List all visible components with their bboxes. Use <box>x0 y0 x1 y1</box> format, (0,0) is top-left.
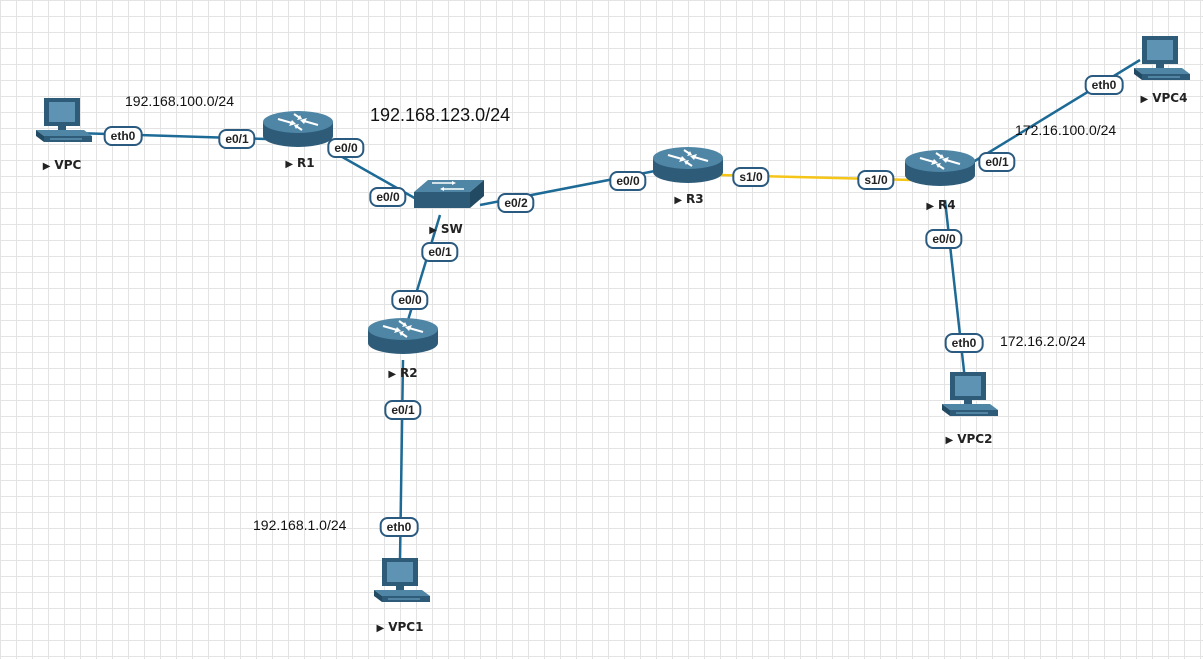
node-label-r3[interactable]: ▶R3 <box>674 192 703 206</box>
node-name: SW <box>440 222 463 236</box>
port-sw-e0-2[interactable]: e0/2 <box>497 193 535 213</box>
node-name: R2 <box>400 366 418 380</box>
port-r2-e0-1[interactable]: e0/1 <box>384 400 422 420</box>
play-icon: ▶ <box>42 161 51 172</box>
play-icon: ▶ <box>429 225 437 236</box>
pc-icon-vpc4[interactable] <box>1133 35 1191 81</box>
port-sw-e0-0[interactable]: e0/0 <box>369 187 407 207</box>
port-r1-e0-1[interactable]: e0/1 <box>218 129 256 149</box>
pc-icon-vpc1[interactable] <box>373 557 431 603</box>
port-sw-e0-1[interactable]: e0/1 <box>421 242 459 262</box>
router-icon-r1[interactable] <box>262 110 334 148</box>
node-name: R3 <box>686 192 704 206</box>
node-name: VPC <box>54 158 82 172</box>
node-label-vpc1[interactable]: ▶VPC1 <box>377 620 424 634</box>
play-icon: ▶ <box>388 369 397 380</box>
play-icon: ▶ <box>945 435 954 446</box>
node-label-r4[interactable]: ▶R4 <box>926 198 955 212</box>
node-label-vpc[interactable]: ▶VPC <box>43 158 82 172</box>
node-name: R1 <box>297 156 315 170</box>
port-vpc-eth0[interactable]: eth0 <box>103 126 143 146</box>
port-r4-e0-1[interactable]: e0/1 <box>978 152 1016 172</box>
node-name: VPC1 <box>388 620 424 634</box>
node-label-sw[interactable]: ▶SW <box>429 222 463 236</box>
port-r2-e0-0[interactable]: e0/0 <box>391 290 429 310</box>
router-icon-r4[interactable] <box>904 149 976 187</box>
port-vpc1-eth0[interactable]: eth0 <box>379 517 419 537</box>
network-label-192-168-123: 192.168.123.0/24 <box>370 105 511 125</box>
play-icon: ▶ <box>285 159 294 170</box>
port-r3-s1-0[interactable]: s1/0 <box>732 167 770 187</box>
link-sw-r2[interactable] <box>403 214 442 331</box>
router-icon-r2[interactable] <box>367 317 439 355</box>
link-r4-vpc2[interactable] <box>943 199 967 381</box>
node-label-vpc2[interactable]: ▶VPC2 <box>946 432 993 446</box>
port-r1-e0-0[interactable]: e0/0 <box>327 138 365 158</box>
switch-icon-sw[interactable] <box>413 179 485 209</box>
port-r3-e0-0[interactable]: e0/0 <box>609 171 647 191</box>
play-icon: ▶ <box>674 195 683 206</box>
pc-icon-vpc2[interactable] <box>941 371 999 417</box>
router-icon-r3[interactable] <box>652 146 724 184</box>
node-label-vpc4[interactable]: ▶VPC4 <box>1141 91 1188 105</box>
port-vpc4-eth0[interactable]: eth0 <box>1084 75 1124 95</box>
node-name: R4 <box>938 198 956 212</box>
network-label-192-168-100: 192.168.100.0/24 <box>125 93 234 109</box>
node-name: VPC4 <box>1152 91 1188 105</box>
play-icon: ▶ <box>376 623 385 634</box>
node-label-r1[interactable]: ▶R1 <box>285 156 314 170</box>
node-label-r2[interactable]: ▶R2 <box>388 366 417 380</box>
port-vpc2-eth0[interactable]: eth0 <box>944 333 984 353</box>
pc-icon-vpc[interactable] <box>35 97 93 143</box>
network-label-172-16-100: 172.16.100.0/24 <box>1015 122 1117 138</box>
network-label-192-168-1: 192.168.1.0/24 <box>253 517 347 533</box>
play-icon: ▶ <box>926 201 935 212</box>
play-icon: ▶ <box>1140 94 1149 105</box>
port-r4-e0-0[interactable]: e0/0 <box>925 229 963 249</box>
node-name: VPC2 <box>957 432 993 446</box>
port-r4-s1-0[interactable]: s1/0 <box>857 170 895 190</box>
network-label-172-16-2: 172.16.2.0/24 <box>1000 333 1086 349</box>
